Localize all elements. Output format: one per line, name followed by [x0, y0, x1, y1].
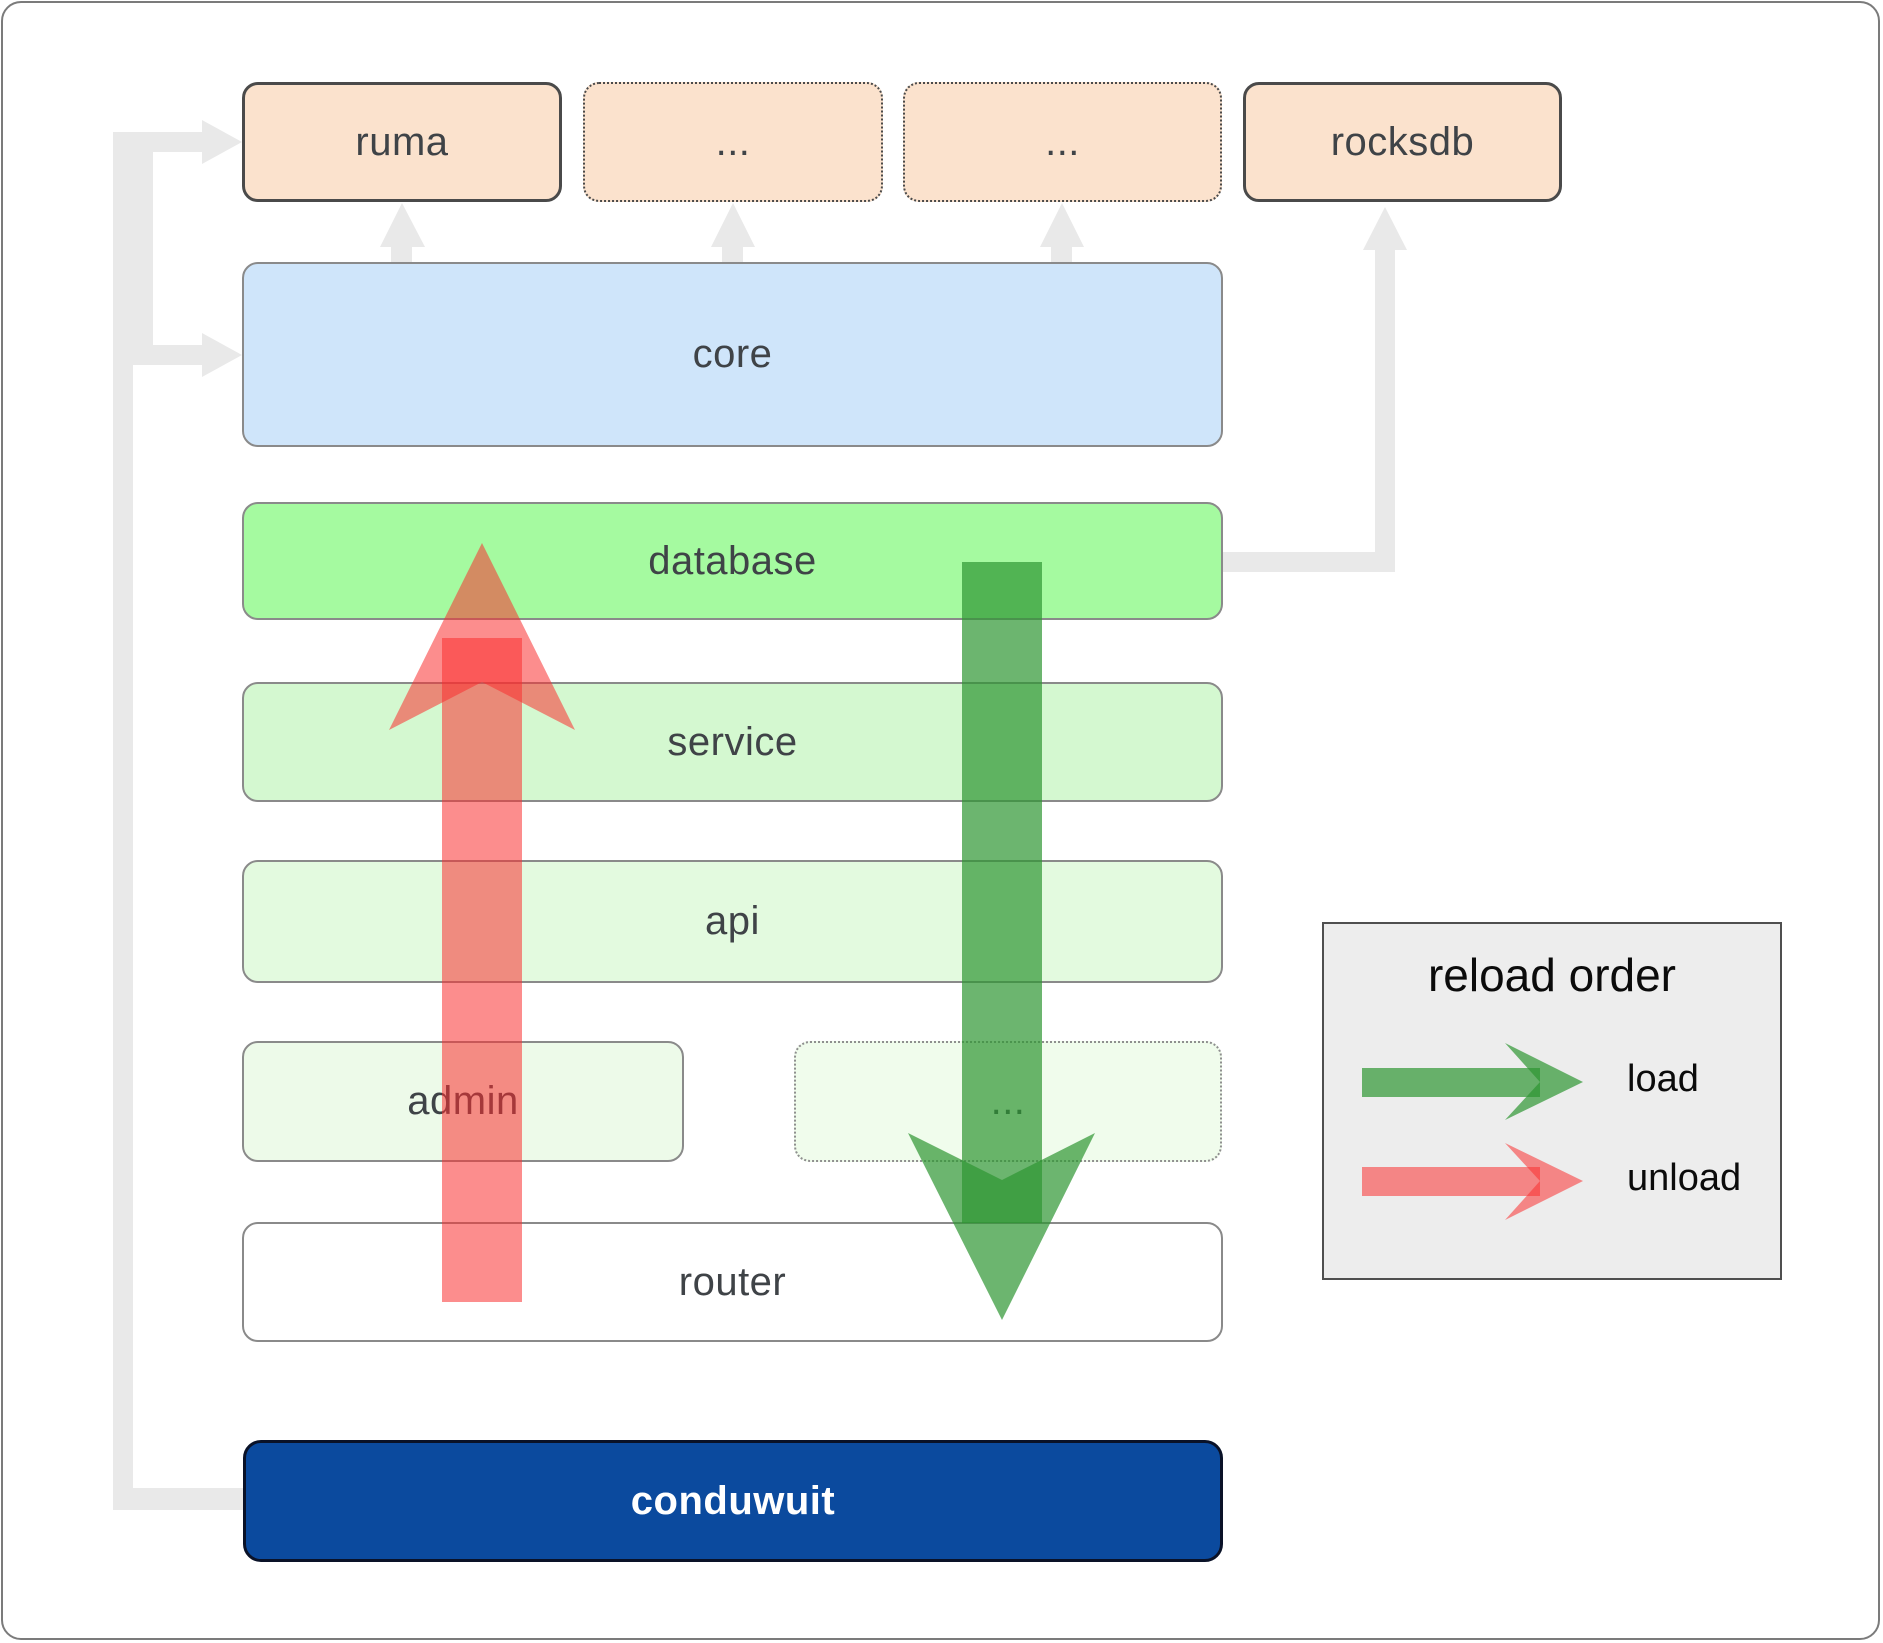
legend-unload-label: unload — [1627, 1157, 1742, 1199]
arrowhead-rocksdb-icon — [1363, 207, 1407, 250]
node-ruma: ruma — [242, 82, 562, 202]
node-service: service — [242, 682, 1223, 802]
node-rocksdb-label: rocksdb — [1330, 119, 1475, 164]
node-api: api — [242, 860, 1223, 983]
node-ruma-label: ruma — [355, 119, 449, 164]
node-core-label: core — [692, 332, 773, 376]
node-conduwuit-label: conduwuit — [630, 1478, 836, 1523]
node-api-label: api — [705, 899, 760, 943]
connector-conduwuit-trunk — [113, 132, 133, 1510]
node-conduwuit: conduwuit — [243, 1440, 1223, 1562]
arrowhead-to-ruma-icon — [202, 120, 242, 164]
node-admin-label: admin — [407, 1079, 519, 1123]
node-rocksdb: rocksdb — [1243, 82, 1562, 202]
connector-to-core-trunk — [133, 142, 153, 365]
node-admin: admin — [242, 1041, 684, 1162]
connector-database-rocksdb-v — [1375, 240, 1395, 572]
node-external-3: ... — [794, 1041, 1222, 1162]
arrowhead-core-ext2-icon — [1040, 203, 1084, 247]
node-database-label: database — [648, 538, 817, 583]
connector-conduwuit-stub — [113, 1488, 243, 1510]
legend-box: reload order load unload — [1322, 922, 1782, 1280]
node-service-label: service — [667, 719, 798, 764]
legend-title: reload order — [1427, 949, 1677, 1001]
node-database: database — [242, 502, 1223, 620]
node-core: core — [242, 262, 1223, 447]
legend-load-label: load — [1627, 1058, 1699, 1100]
arrowhead-core-ruma-icon — [380, 203, 425, 247]
connector-to-core-line — [133, 345, 202, 365]
arrowhead-core-ext1-icon — [711, 203, 755, 247]
node-external-2-label: ... — [1045, 119, 1080, 164]
node-external-1: ... — [583, 82, 883, 202]
node-external-2: ... — [903, 82, 1222, 202]
arrowhead-to-core-icon — [202, 333, 242, 377]
node-external-1-label: ... — [715, 119, 751, 164]
node-router-label: router — [678, 1259, 787, 1304]
gray-connectors — [113, 120, 1407, 1510]
node-router: router — [242, 1222, 1223, 1342]
connector-database-rocksdb-h — [1223, 552, 1395, 572]
node-external-3-label: ... — [990, 1079, 1026, 1123]
